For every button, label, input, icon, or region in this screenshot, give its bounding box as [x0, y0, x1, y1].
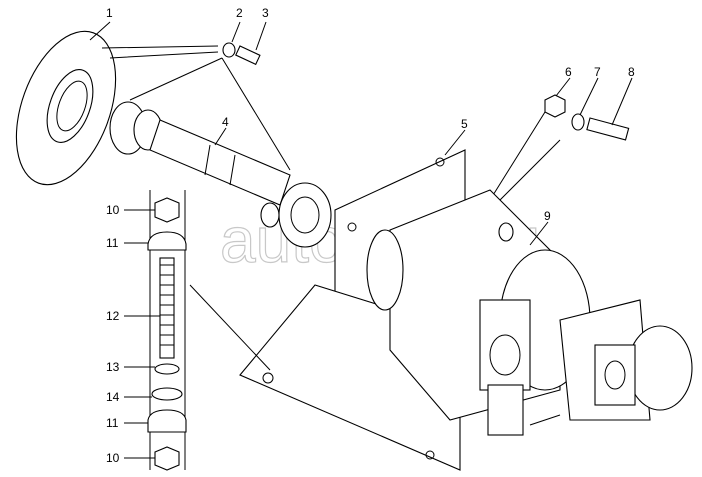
callout-12: 12 [106, 309, 120, 323]
callout-5: 5 [461, 117, 468, 131]
callout-11-top: 11 [106, 236, 119, 250]
pump-assembly-part [366, 189, 693, 436]
callout-9: 9 [544, 209, 551, 223]
callout-8: 8 [628, 65, 635, 79]
callout-14: 14 [106, 390, 120, 404]
callout-10-top: 10 [106, 203, 120, 217]
cardan-shaft-part [109, 101, 332, 248]
flange-plate-part [15, 30, 117, 186]
callout-labels: 1 2 3 4 5 6 7 8 9 10 11 12 13 14 11 10 [106, 6, 635, 465]
leader-lines [89, 21, 633, 459]
callout-10-bottom: 10 [106, 451, 120, 465]
callout-7: 7 [594, 65, 601, 79]
callout-4: 4 [222, 115, 229, 129]
washer-bolt-parts [101, 42, 291, 171]
nut-washer-bolt-parts [489, 94, 630, 206]
callout-3: 3 [262, 6, 269, 20]
callout-2: 2 [236, 6, 243, 20]
mounting-stack-parts [147, 190, 271, 471]
callout-1: 1 [106, 6, 113, 20]
callout-6: 6 [565, 65, 572, 79]
callout-11-bottom: 11 [106, 416, 119, 430]
callout-13: 13 [106, 360, 120, 374]
